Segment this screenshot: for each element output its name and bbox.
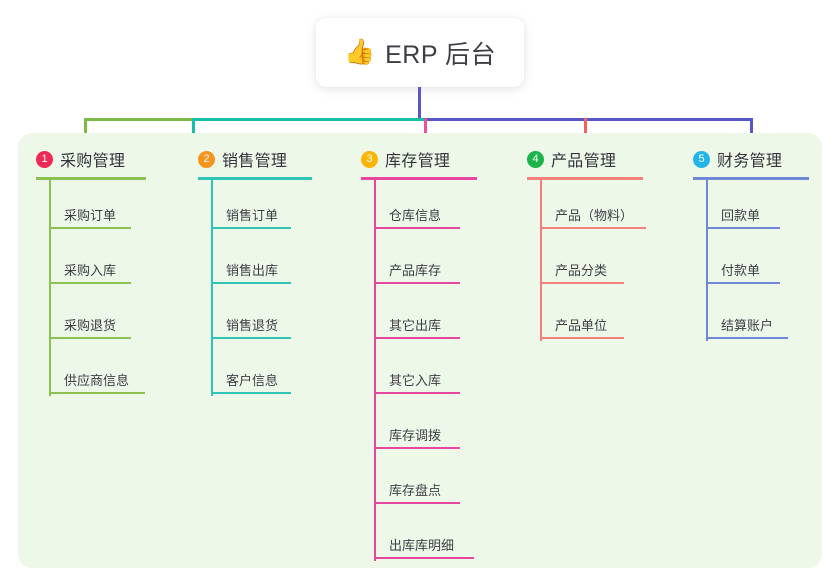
list-item-rule (374, 337, 460, 339)
list-item-rule (374, 502, 460, 504)
column-title-5: 财务管理 (717, 153, 783, 170)
column-spine-2 (211, 177, 213, 396)
bus-green (84, 118, 192, 121)
list-item[interactable]: 出库库明细 (374, 535, 474, 559)
list-item[interactable]: 仓库信息 (374, 205, 460, 229)
thumbs-up-icon: 👍 (343, 38, 376, 66)
list-item[interactable]: 结算账户 (706, 315, 788, 339)
column-badge-2: 2 (198, 150, 215, 168)
list-item-label: 回款单 (721, 208, 761, 223)
list-item[interactable]: 销售出库 (211, 260, 291, 284)
list-item-label: 供应商信息 (64, 373, 130, 388)
bus-teal (192, 118, 424, 121)
list-item[interactable]: 客户信息 (211, 370, 291, 394)
column-header-3[interactable]: 3 库存管理 (361, 147, 450, 171)
column-header-rule-1 (36, 177, 146, 180)
list-item[interactable]: 库存盘点 (374, 480, 460, 504)
column-badge-4: 4 (527, 150, 544, 168)
list-item-label: 库存调拨 (389, 428, 442, 443)
column-header-rule-4 (527, 177, 643, 180)
list-item-rule (374, 282, 460, 284)
list-item[interactable]: 回款单 (706, 205, 780, 229)
column-header-1[interactable]: 1 采购管理 (36, 147, 125, 171)
list-item[interactable]: 其它入库 (374, 370, 460, 394)
column-title-4: 产品管理 (551, 153, 617, 170)
list-item-label: 产品（物料） (555, 208, 634, 223)
list-item-rule (374, 447, 460, 449)
column-spine-3 (374, 177, 376, 561)
column-header-5[interactable]: 5 财务管理 (693, 147, 782, 171)
column-badge-3: 3 (361, 150, 378, 168)
list-item-label: 销售出库 (226, 263, 279, 278)
list-item-rule (374, 392, 460, 394)
list-item[interactable]: 供应商信息 (49, 370, 145, 394)
list-item-label: 销售退货 (226, 318, 279, 333)
list-item-rule (49, 282, 131, 284)
list-item[interactable]: 产品分类 (540, 260, 624, 284)
list-item-rule (540, 227, 646, 229)
list-item-rule (211, 337, 291, 339)
list-item-label: 结算账户 (721, 318, 774, 333)
list-item-label: 其它入库 (389, 373, 442, 388)
list-item-rule (706, 282, 780, 284)
column-spine-5 (706, 177, 708, 341)
column-spine-1 (49, 177, 51, 396)
list-item-rule (49, 392, 145, 394)
list-item-rule (540, 337, 624, 339)
list-item-rule (211, 282, 291, 284)
list-item-label: 产品单位 (555, 318, 608, 333)
list-item[interactable]: 产品库存 (374, 260, 460, 284)
list-item-rule (374, 227, 460, 229)
column-badge-1: 1 (36, 150, 53, 168)
column-badge-5: 5 (693, 150, 710, 168)
list-item-rule (374, 557, 474, 559)
list-item-label: 仓库信息 (389, 208, 442, 223)
list-item[interactable]: 采购订单 (49, 205, 131, 229)
root-title-label: ERP 后台 (385, 40, 497, 69)
column-title-3: 库存管理 (385, 153, 451, 170)
list-item-label: 库存盘点 (389, 483, 442, 498)
list-item[interactable]: 库存调拨 (374, 425, 460, 449)
list-item[interactable]: 采购退货 (49, 315, 131, 339)
column-header-2[interactable]: 2 销售管理 (198, 147, 287, 171)
list-item-rule (540, 282, 624, 284)
list-item[interactable]: 产品（物料） (540, 205, 646, 229)
list-item-label: 销售订单 (226, 208, 279, 223)
root-stem-connector (418, 87, 421, 121)
list-item-rule (49, 227, 131, 229)
root-title-card: 👍 ERP 后台 (316, 18, 524, 87)
column-header-rule-5 (693, 177, 809, 180)
list-item-label: 付款单 (721, 263, 761, 278)
column-spine-4 (540, 177, 542, 341)
list-item-rule (211, 392, 291, 394)
list-item-rule (211, 227, 291, 229)
column-header-rule-2 (198, 177, 312, 180)
list-item[interactable]: 付款单 (706, 260, 780, 284)
bus-indigo (424, 118, 752, 121)
list-item-label: 客户信息 (226, 373, 279, 388)
list-item-label: 采购退货 (64, 318, 117, 333)
list-item-rule (49, 337, 131, 339)
list-item[interactable]: 销售订单 (211, 205, 291, 229)
list-item[interactable]: 产品单位 (540, 315, 624, 339)
list-item[interactable]: 采购入库 (49, 260, 131, 284)
list-item-label: 出库库明细 (389, 538, 455, 553)
list-item[interactable]: 其它出库 (374, 315, 460, 339)
list-item-rule (706, 227, 780, 229)
column-title-1: 采购管理 (60, 153, 126, 170)
list-item-label: 采购入库 (64, 263, 117, 278)
column-header-4[interactable]: 4 产品管理 (527, 147, 616, 171)
list-item-label: 产品分类 (555, 263, 608, 278)
list-item-label: 其它出库 (389, 318, 442, 333)
list-item-rule (706, 337, 788, 339)
list-item-label: 采购订单 (64, 208, 117, 223)
diagram-panel: 1 采购管理采购订单采购入库采购退货供应商信息 2 销售管理销售订单销售出库销售退货客… (18, 133, 822, 568)
column-title-2: 销售管理 (222, 153, 288, 170)
column-header-rule-3 (361, 177, 477, 180)
list-item-label: 产品库存 (389, 263, 442, 278)
list-item[interactable]: 销售退货 (211, 315, 291, 339)
